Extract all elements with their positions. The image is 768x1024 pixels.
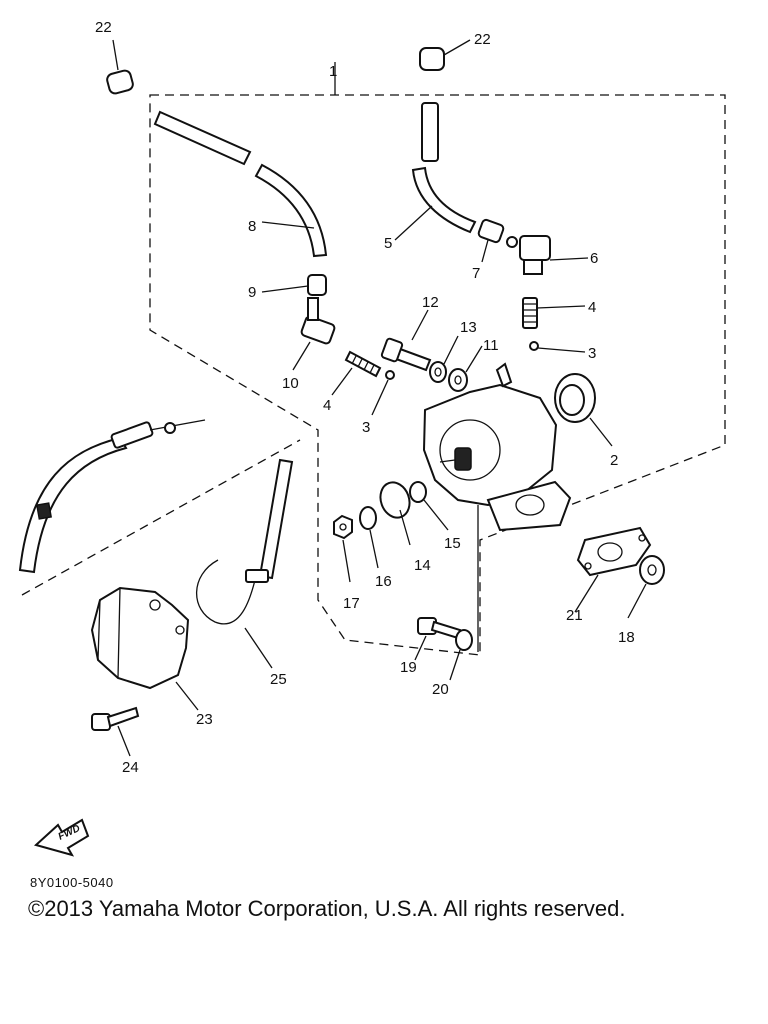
callout-4-right: 4	[588, 299, 596, 316]
part-13-washer	[429, 335, 459, 383]
callout-labels: 22 22 1 8 5 6 7 9 12 4 13 11 3 10 4 3 2 …	[95, 19, 635, 776]
callout-5: 5	[384, 235, 392, 252]
callout-20: 20	[432, 681, 449, 698]
part-24-screw	[91, 706, 140, 757]
callout-3-right: 3	[588, 345, 596, 362]
part-7-sleeve	[477, 218, 505, 263]
assembly-boundary	[149, 62, 726, 656]
callout-17: 17	[343, 595, 360, 612]
callout-16: 16	[375, 573, 392, 590]
callout-4-left: 4	[323, 397, 331, 414]
fwd-direction-symbol: FWD	[33, 818, 90, 857]
copyright-notice: ©2013 Yamaha Motor Corporation, U.S.A. A…	[28, 896, 626, 921]
part-12-screw	[380, 309, 432, 372]
part-5-hose	[394, 102, 477, 241]
part-9-sleeve	[261, 274, 327, 296]
callout-24: 24	[122, 759, 139, 776]
part-25-tube	[195, 458, 294, 669]
oil-pump-body	[422, 362, 572, 652]
part-2-seal-ring	[554, 373, 613, 447]
callout-23: 23	[196, 711, 213, 728]
diagram-reference-code: 8Y0100-5040	[30, 875, 114, 890]
part-4-spring-left	[331, 350, 382, 396]
callout-7: 7	[472, 265, 480, 282]
part-10-elbow-fitting	[292, 297, 336, 371]
part-3-ball-right	[529, 341, 586, 353]
callout-8: 8	[248, 218, 256, 235]
part-3-ball-left	[371, 370, 395, 416]
callout-18: 18	[618, 629, 635, 646]
part-23-pump-cover	[90, 586, 199, 711]
callout-9: 9	[248, 284, 256, 301]
part-22-cap-left	[106, 39, 134, 95]
callout-2: 2	[610, 452, 618, 469]
part-6-elbow	[506, 235, 589, 275]
callout-19: 19	[400, 659, 417, 676]
part-4-spring-right	[522, 297, 586, 329]
callout-22-left: 22	[95, 19, 112, 36]
part-18-washer	[627, 555, 665, 619]
part-8-hose	[153, 110, 328, 258]
callout-10: 10	[282, 375, 299, 392]
part-21-gasket	[574, 526, 652, 613]
callout-6: 6	[590, 250, 598, 267]
callout-12: 12	[422, 294, 439, 311]
callout-15: 15	[444, 535, 461, 552]
part-19-bolt	[414, 617, 462, 661]
part-17-nut	[333, 514, 353, 583]
part-22-cap-top	[419, 39, 471, 71]
callout-22-top: 22	[474, 31, 491, 48]
part-15-washer	[409, 481, 449, 531]
callout-3-left: 3	[362, 419, 370, 436]
cable-assembly	[18, 419, 206, 574]
callout-1: 1	[329, 63, 337, 80]
part-14-gear-plate	[379, 481, 411, 546]
callout-25: 25	[270, 671, 287, 688]
part-16-washer	[359, 506, 379, 569]
part-11-washer	[448, 345, 483, 392]
callout-14: 14	[414, 557, 431, 574]
callout-11: 11	[483, 337, 499, 354]
pump-cover-boundary	[21, 439, 301, 596]
part-20-washer	[449, 629, 473, 681]
callout-13: 13	[460, 319, 477, 336]
callout-21: 21	[566, 607, 583, 624]
